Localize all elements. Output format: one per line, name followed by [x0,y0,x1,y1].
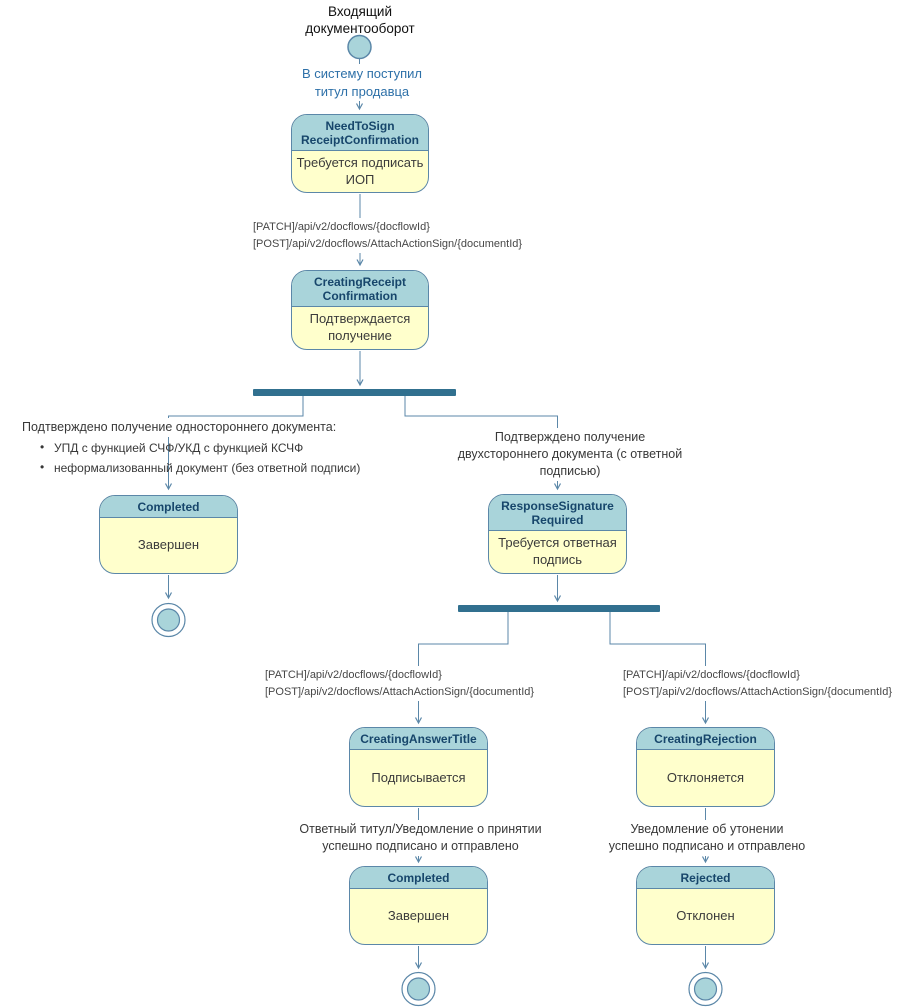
list-item: УПД с функцией СЧФ/УКД с функцией КСЧФ [38,439,360,457]
final-state-node-right-inner [693,977,718,1001]
state-description: Подписывается [371,769,466,785]
state-needtosign-receiptconfirmation: NeedToSign ReceiptConfirmation Требуется… [291,114,429,193]
state-description: Требуется ответная подпись [498,535,617,568]
state-creatinganswertitle: CreatingAnswerTitle Подписывается [349,727,488,807]
state-title: Completed [100,496,237,519]
state-title: CreatingReceipt Confirmation [292,271,428,308]
state-rejected: Rejected Отклонен [636,866,775,945]
two-sided-branch-label: Подтверждено получение двухстороннего до… [436,428,704,481]
api-transition-label-top: [PATCH]/api/v2/docflows/{docflowId} [POS… [251,218,525,253]
state-creatingreceipt-confirmation: CreatingReceipt Confirmation Подтверждае… [291,270,429,350]
rejection-signed-label: Уведомление об утонении успешно подписан… [594,820,820,856]
state-title: Rejected [637,867,774,890]
fork-bar-bottom [458,605,660,612]
state-title: CreatingAnswerTitle [350,728,487,751]
list-item: неформализованный документ (без ответной… [38,459,360,477]
state-description: Требуется подписать ИОП [296,154,424,187]
state-description: Подтверждается получение [309,311,411,344]
one-sided-branch-list: УПД с функцией СЧФ/УКД с функцией КСЧФ н… [38,439,360,480]
state-description: Завершен [137,537,200,553]
fork-bar-top [253,389,456,396]
final-state-node-center-inner [406,977,431,1001]
state-completed-bottom: Completed Завершен [349,866,488,945]
api-transition-label-answer: [PATCH]/api/v2/docflows/{docflowId} [POS… [263,666,537,701]
state-title: CreatingRejection [637,728,774,751]
start-event-label: В систему поступил титул продавца [279,64,445,102]
state-title: NeedToSign ReceiptConfirmation [292,115,428,152]
state-title: Completed [350,867,487,890]
state-description: Отклонен [676,908,735,924]
state-description: Завершен [387,908,450,924]
state-creatingrejection: CreatingRejection Отклоняется [636,727,775,807]
state-title: ResponseSignature Required [489,495,626,532]
diagram-title: Входящий документооборот [305,4,415,36]
api-transition-label-rejection: [PATCH]/api/v2/docflows/{docflowId} [POS… [621,666,895,701]
state-description: Отклоняется [666,769,745,785]
final-state-node-left-inner [156,608,181,632]
answer-signed-label: Ответный титул/Уведомление о принятии ус… [297,820,544,856]
state-completed-left: Completed Завершен [99,495,238,574]
state-responsesignature-required: ResponseSignature Required Требуется отв… [488,494,627,574]
one-sided-branch-heading: Подтверждено получение одностороннего до… [20,418,339,437]
initial-state-node [347,34,372,60]
